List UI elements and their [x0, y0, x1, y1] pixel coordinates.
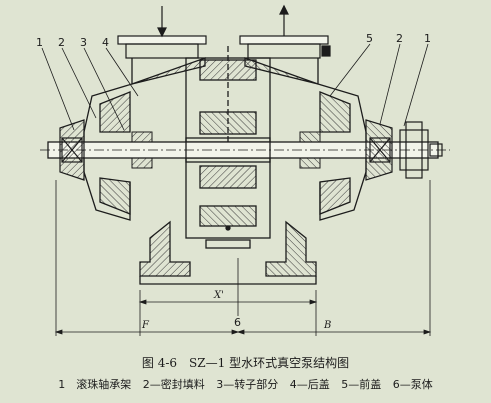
callout-labels: 1 2 3 4 5 2 1 6: [36, 32, 431, 329]
callout-bottom-6: 6: [234, 316, 241, 329]
rotor-shaft: [40, 137, 450, 163]
legend-item-4: 4—后盖: [289, 378, 330, 391]
bearing-housing-right: [365, 119, 443, 181]
legend-item-5: 5—前盖: [341, 378, 382, 391]
legend-item-6: 6—泵体: [392, 378, 433, 391]
callout-right-1: 1: [424, 32, 431, 45]
legend-item-3: 3—转子部分: [216, 378, 279, 391]
dimension-f: F: [141, 320, 150, 331]
pump-base: [139, 220, 317, 285]
dimension-lines: [54, 180, 432, 336]
dimension-b: B: [323, 320, 331, 331]
callout-left-3: 3: [80, 36, 87, 49]
callout-left-2: 2: [58, 36, 65, 49]
inlet-port: [117, 4, 331, 59]
legend-item-1: 1 滚珠轴承架: [58, 378, 132, 391]
figure-caption: 图 4-6 SZ—1 型水环式真空泵结构图: [141, 356, 350, 370]
legend-item-2: 2—密封填料: [142, 378, 205, 391]
seal-packing: [131, 131, 321, 169]
callout-right-2: 2: [396, 32, 403, 45]
pump-casing: [83, 46, 367, 150]
callout-leaders: [41, 43, 429, 316]
callout-left-4: 4: [102, 36, 109, 49]
bearing-housing-left: [59, 119, 85, 181]
callout-left-1: 1: [36, 36, 43, 49]
dimension-x-prime: X': [213, 290, 224, 301]
callout-right-5: 5: [366, 32, 373, 45]
figure-legend: 1 滚珠轴承架 2—密封填料 3—转子部分 4—后盖 5—前盖 6—泵体: [0, 376, 491, 392]
pump-casing-lower: [83, 150, 367, 239]
